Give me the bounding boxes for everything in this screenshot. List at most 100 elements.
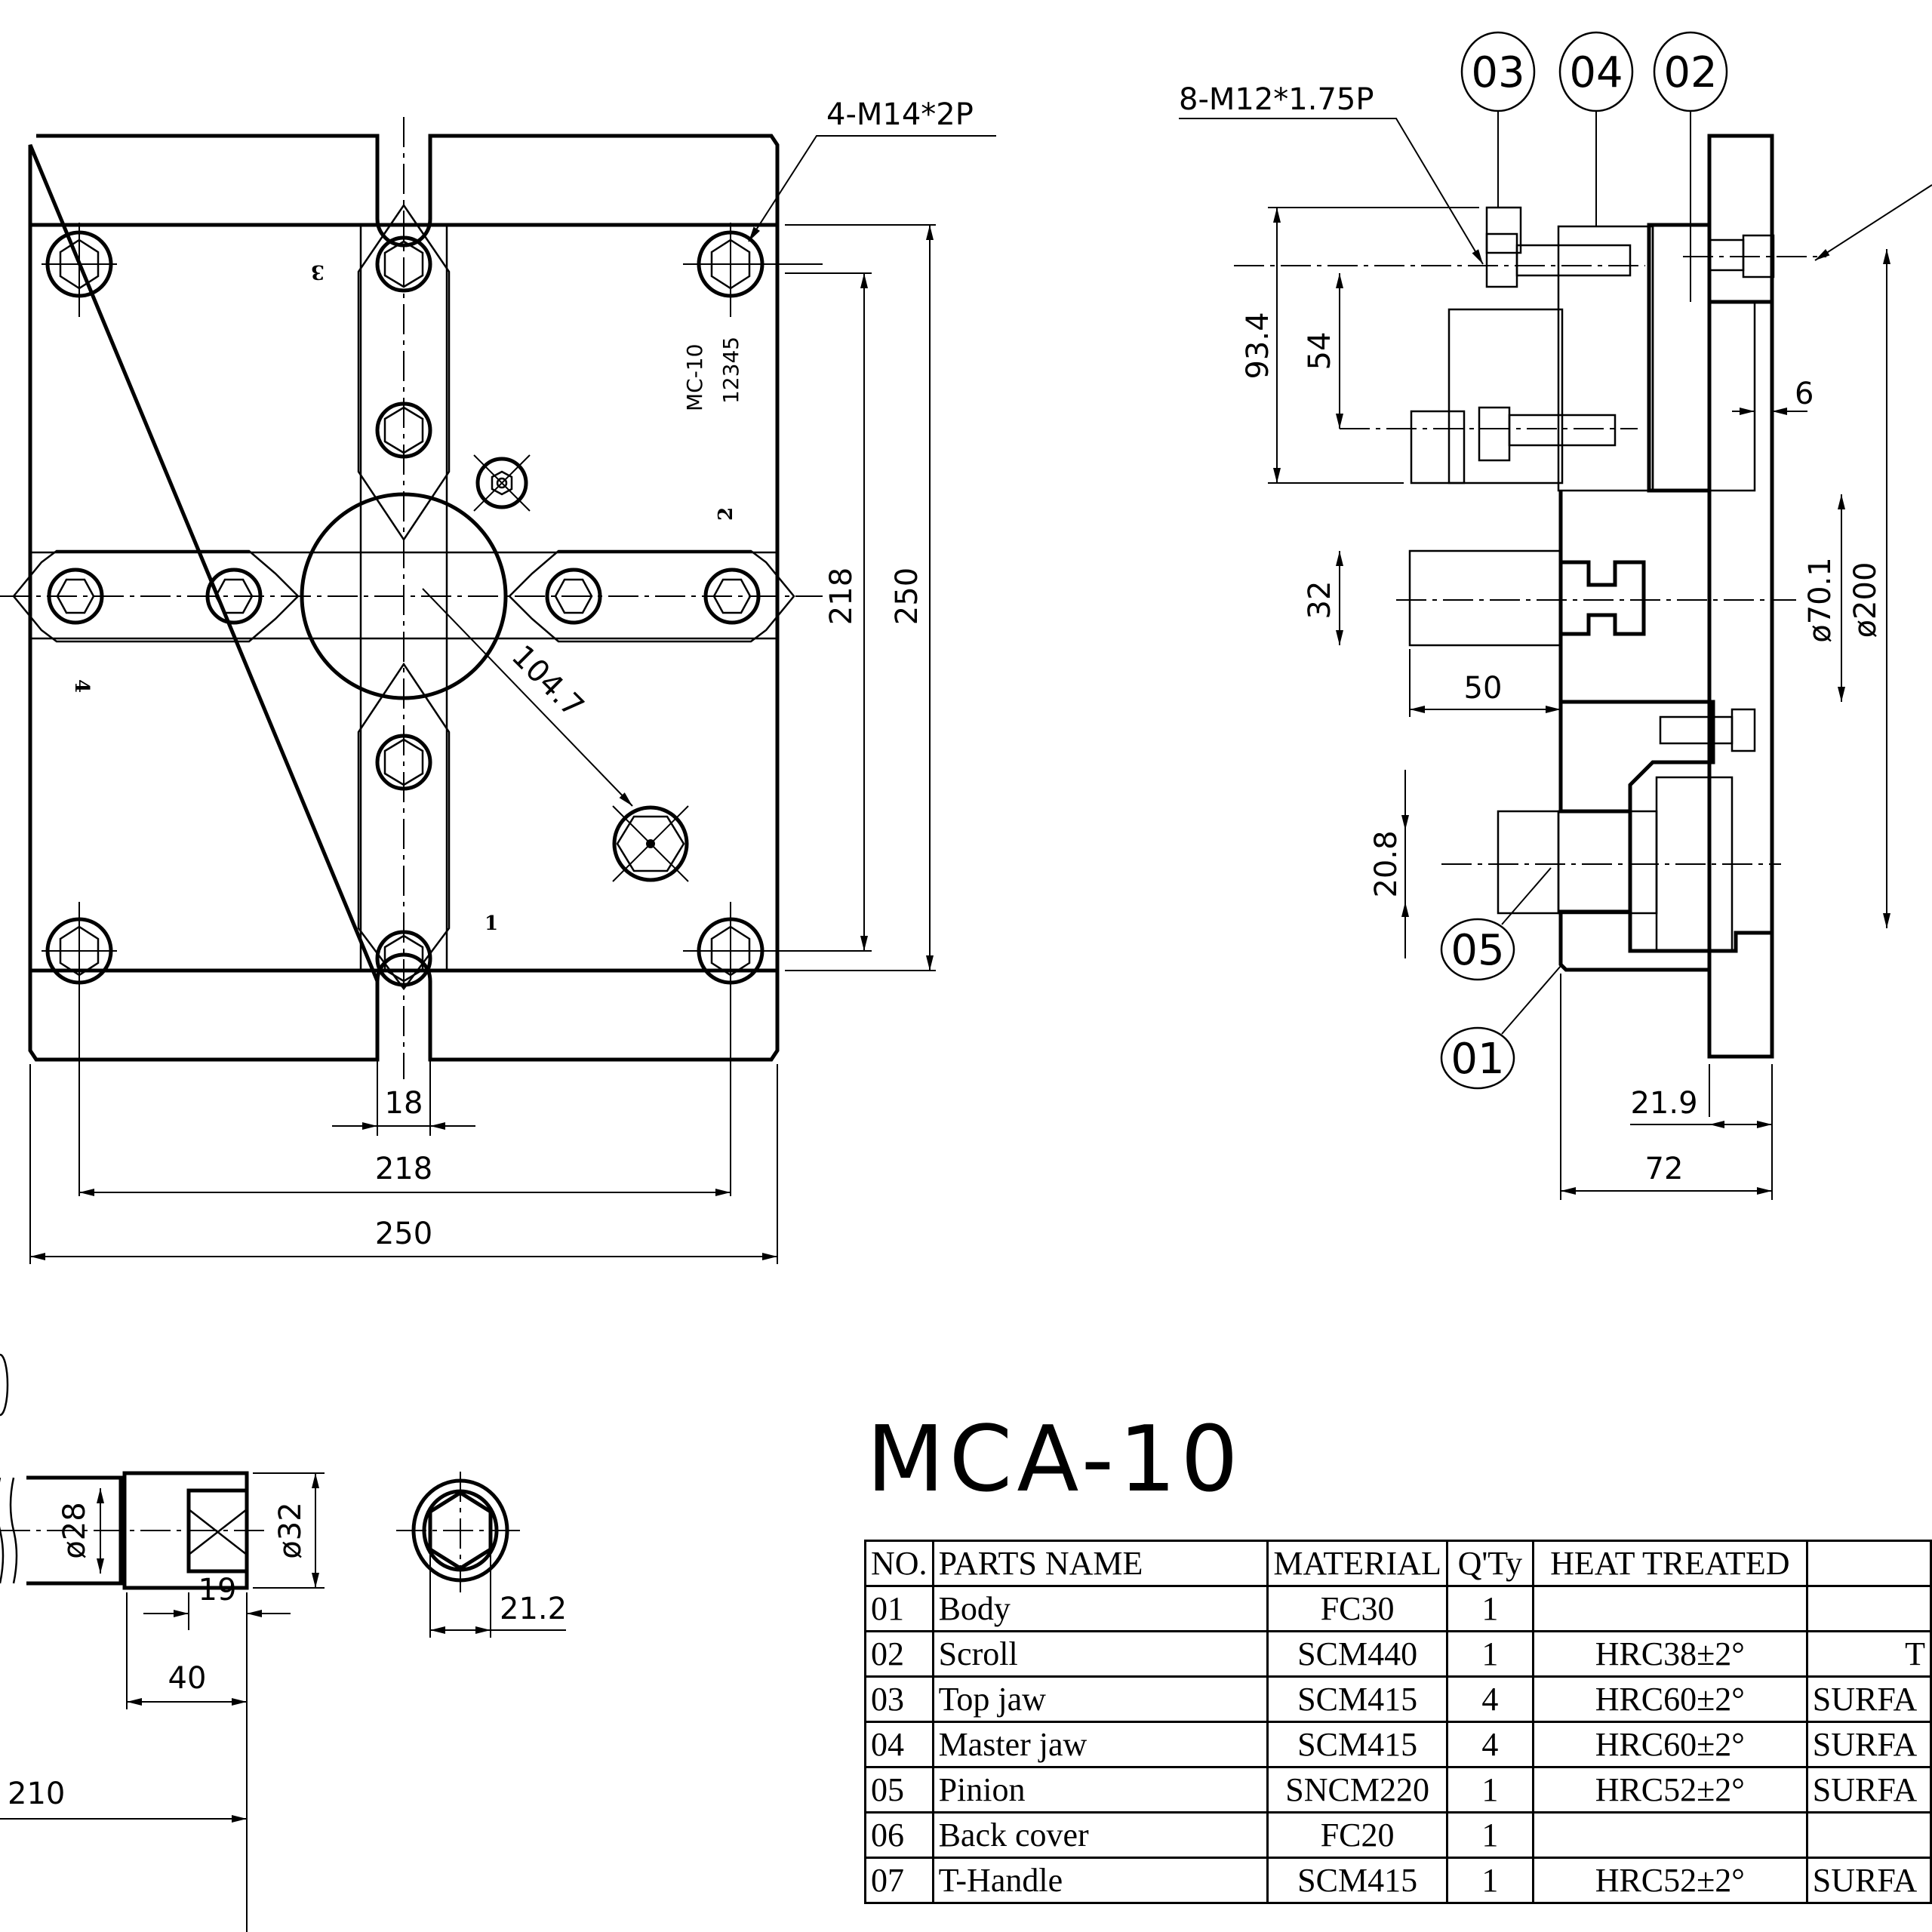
bom-row: 05 Pinion SNCM220 1 HRC52±2° SURFA (864, 1766, 1932, 1814)
bom-cell-material: SCM440 (1266, 1630, 1448, 1678)
pinion-shaft (1497, 810, 1560, 915)
bom-cell-no: 04 (864, 1721, 934, 1768)
jaw-middle (1408, 549, 1562, 647)
bom-row: 07 T-Handle SCM415 1 HRC52±2° SURFA (864, 1857, 1932, 1904)
mount-bolt-tl (42, 223, 117, 317)
dim-hex-depth: 19 (198, 1573, 237, 1607)
bom-cell-heat (1531, 1811, 1808, 1859)
body-section-lower (1558, 700, 1774, 1059)
bom-cell-no: 05 (864, 1766, 934, 1814)
dim-socket: ø32 (273, 1502, 308, 1558)
jaw-mark-2: 2 (715, 507, 737, 521)
bom-cell-name: T-Handle (931, 1857, 1269, 1904)
bom-cell-qty: 1 (1445, 1811, 1534, 1859)
section-view: 03 04 02 05 01 8-M12*1.75P (1179, 31, 1932, 1200)
bom-row: 03 Top jaw SCM415 4 HRC60±2° SURFA (864, 1675, 1932, 1723)
dim-jaw-height: 93.4 (1241, 312, 1275, 379)
bill-of-materials: NO. PARTS NAME MATERIAL Q'Ty HEAT TREATE… (864, 1540, 1932, 1904)
dim-bolt-pitch-v: 218 (824, 568, 859, 625)
bom-cell-name: Back cover (931, 1811, 1269, 1859)
jaw-top (357, 203, 451, 542)
thread-leader (748, 135, 996, 242)
bom-cell-material: SCM415 (1266, 1857, 1448, 1904)
bom-cell-qty: 1 (1445, 1766, 1534, 1814)
jaw-mark-3: 3 (311, 260, 325, 283)
bom-cell-qty: 1 (1445, 1585, 1534, 1632)
bom-cell-no: 07 (864, 1857, 934, 1904)
scroll-section (1651, 223, 1711, 492)
bom-cell-material: SCM415 (1266, 1721, 1448, 1768)
dim-spigot: ø200 (1848, 562, 1883, 638)
bom-cell-qty: 1 (1445, 1857, 1534, 1904)
dim-shaft: ø28 (57, 1502, 92, 1558)
bom-cell-remark: SURFA (1805, 1721, 1932, 1768)
grease-nipple (473, 454, 531, 512)
jaw-bolt-lower (1508, 414, 1617, 447)
jaw-right (508, 549, 795, 643)
drawing-title: MCA-10 (866, 1407, 1243, 1512)
dim-hex-across: 21.2 (500, 1592, 567, 1626)
bom-cell-name: Pinion (931, 1766, 1269, 1814)
front-view: 3 2 4 1 MC-10 12345 4-M14*2P 104.7 218 2… (0, 97, 996, 1264)
slot-top-end (375, 218, 432, 248)
master-jaw-upper (1557, 225, 1654, 492)
jaw-bolt-head-upper (1485, 232, 1518, 288)
dim-radius-pinion: 104.7 (505, 638, 591, 724)
bom-cell-no: 01 (864, 1585, 934, 1632)
svg-text:01: 01 (1451, 1035, 1504, 1084)
socket-end-view: 21.2 (396, 1472, 567, 1638)
bom-header-material: MATERIAL (1266, 1540, 1448, 1587)
bom-row: 04 Master jaw SCM415 4 HRC60±2° SURFA (864, 1721, 1932, 1768)
dim-bore: ø70.1 (1803, 557, 1838, 643)
horizontal-guide-rail (29, 551, 779, 640)
flange-outline (1707, 134, 1774, 1059)
dim-flange: 21.9 (1630, 1086, 1697, 1121)
dim-cover-thickness: 6 (1795, 377, 1814, 411)
mount-bolt-tr (683, 223, 823, 317)
balloon-02: 02 (1653, 31, 1728, 302)
dim-bolt-pitch-h: 218 (375, 1152, 432, 1186)
jaw-middle-tslot (1561, 560, 1646, 636)
bom-cell-material: SCM415 (1266, 1675, 1448, 1723)
mount-bolt-bl (42, 902, 117, 1196)
balloon-04: 04 (1558, 31, 1634, 226)
jaw-bottom (357, 662, 451, 991)
dim-jaw-reach: 50 (1464, 671, 1503, 706)
bom-cell-no: 02 (864, 1630, 934, 1678)
bom-cell-name: Master jaw (931, 1721, 1269, 1768)
engraving-serial: 12345 (718, 337, 743, 404)
jaw-bolt-head-lower (1478, 406, 1511, 462)
dim-overall-v: 250 (890, 568, 924, 625)
dim-slot-width: 18 (385, 1086, 423, 1121)
bom-cell-qty: 1 (1445, 1630, 1534, 1678)
bom-cell-heat (1531, 1585, 1808, 1632)
bom-cell-remark (1805, 1585, 1932, 1632)
balloon-01: 01 (1440, 965, 1561, 1090)
bom-cell-material: SNCM220 (1266, 1766, 1448, 1814)
bom-cell-no: 03 (864, 1675, 934, 1723)
balloon-03: 03 (1460, 31, 1536, 208)
jaw-left (12, 549, 300, 643)
dim-jaw-slot: 32 (1303, 581, 1337, 620)
bom-cell-remark: SURFA (1805, 1675, 1932, 1723)
top-jaw-upper (1485, 206, 1522, 254)
center-bore (300, 492, 508, 700)
svg-text:03: 03 (1471, 48, 1524, 97)
vertical-guide-rail (359, 223, 448, 972)
bom-cell-qty: 4 (1445, 1721, 1534, 1768)
top-jaw-body (1447, 308, 1564, 485)
jaw-mark-4: 4 (70, 679, 93, 693)
bom-cell-remark: SURFA (1805, 1766, 1932, 1814)
dim-pinion-dia: 20.8 (1369, 830, 1404, 897)
balloon-05: 05 (1440, 867, 1552, 981)
bom-cell-name: Scroll (931, 1630, 1269, 1678)
thread-callout-m12: 8-M12*1.75P (1179, 82, 1374, 117)
bom-cell-name: Top jaw (931, 1675, 1269, 1723)
bom-header-row: NO. PARTS NAME MATERIAL Q'Ty HEAT TREATE… (864, 1540, 1932, 1587)
pinion-socket (612, 805, 689, 882)
bom-row: 01 Body FC30 1 (864, 1585, 1932, 1632)
bom-cell-remark: SURFA (1805, 1857, 1932, 1904)
bom-cell-heat: HRC38±2° (1531, 1630, 1808, 1678)
bom-header-heat: HEAT TREATED (1531, 1540, 1808, 1587)
